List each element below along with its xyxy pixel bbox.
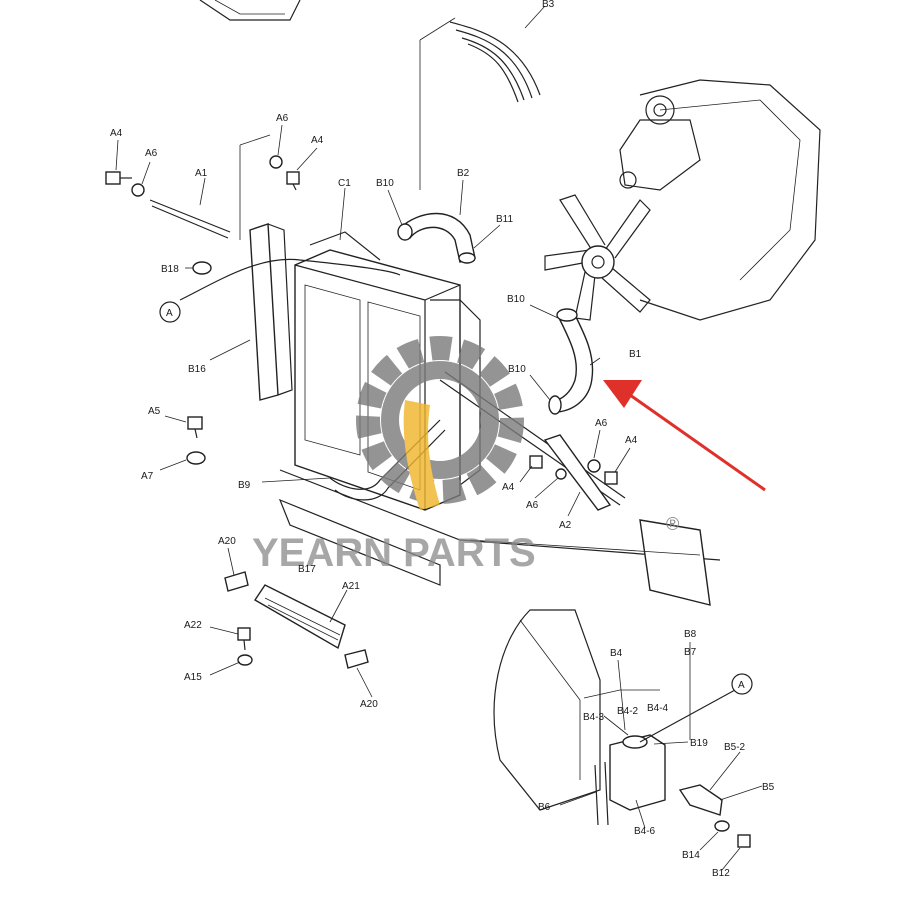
bracket-b16: [179, 223, 401, 401]
label-b16: B16: [188, 364, 206, 375]
bolts-right-middle: [529, 455, 618, 485]
label-a4: A4: [625, 435, 638, 446]
label-b11: B11: [496, 214, 513, 225]
label-a2: A2: [559, 520, 572, 531]
pipe-b9: [329, 419, 446, 501]
label-a4: A4: [502, 482, 515, 493]
highlight-arrow: [603, 380, 766, 492]
label-b12: B12: [712, 868, 730, 879]
stay-rod-a1: [149, 134, 271, 240]
bolt-a22: [237, 627, 251, 651]
svg-text:®: ®: [666, 514, 679, 534]
pad-a20-upper: [224, 571, 249, 592]
label-b7: B7: [684, 647, 697, 658]
label-b14: B14: [682, 850, 700, 861]
label-a20: A20: [360, 699, 378, 710]
label-b9: B9: [238, 480, 251, 491]
label-a4: A4: [110, 128, 123, 139]
watermark-gear-logo: [356, 336, 524, 510]
label-b10: B10: [376, 178, 394, 189]
label-b1: B1: [629, 349, 642, 360]
label-b5-2: B5-2: [724, 742, 746, 753]
watermark-text: YEARN PARTS ®: [252, 514, 679, 575]
washer-b14: [714, 820, 730, 832]
lower-hose-b1: [548, 308, 594, 415]
label-a1: A1: [195, 168, 208, 179]
label-b3: B3: [542, 0, 555, 10]
leader-lines: [115, 5, 763, 871]
label-a22: A22: [184, 620, 202, 631]
label-b4-4: B4-4: [647, 703, 669, 714]
wire-harness-b3: [419, 17, 541, 190]
label-a6: A6: [595, 418, 608, 429]
label-b8: B8: [684, 629, 697, 640]
label-b5: B5: [762, 782, 775, 793]
label-c1: C1: [338, 178, 351, 189]
label-a6: A6: [526, 500, 539, 511]
reserve-tank: [594, 689, 736, 826]
bolt-b12: [737, 834, 751, 848]
top-cover-fragment: [199, 0, 301, 21]
pad-a20-lower: [344, 649, 369, 669]
label-b6: B6: [538, 802, 551, 813]
bolts-top-left: [105, 155, 300, 197]
label-a20: A20: [218, 536, 236, 547]
svg-text:A: A: [166, 308, 173, 319]
label-a6: A6: [276, 113, 289, 124]
label-b4-2: B4-2: [617, 706, 639, 717]
bracket-b5: [678, 784, 723, 816]
label-a7: A7: [141, 471, 154, 482]
guard-plate-a21: [254, 584, 346, 650]
clamp-b18: [192, 261, 212, 275]
label-a4: A4: [311, 135, 324, 146]
label-b10: B10: [508, 364, 526, 375]
label-a5: A5: [148, 406, 161, 417]
label-b2: B2: [457, 168, 470, 179]
label-a21: A21: [342, 581, 360, 592]
label-b4: B4: [610, 648, 623, 659]
cooling-fan: [544, 194, 651, 321]
svg-text:A: A: [738, 680, 745, 691]
washer-a15: [237, 654, 253, 666]
callout-labels: B3 A4 A6 A6 A4 A1 C1 B10 B2 B11 B18 B16 …: [110, 0, 775, 879]
svg-text:YEARN PARTS: YEARN PARTS: [252, 531, 536, 575]
washer-a7: [186, 451, 206, 465]
label-b19: B19: [690, 738, 708, 749]
ref-marker-a-right: A: [731, 673, 753, 695]
ref-marker-a-left: A: [159, 301, 181, 323]
label-b17: B17: [298, 564, 316, 575]
upper-hose-b2: [397, 212, 476, 264]
bolt-a5: [187, 416, 203, 439]
label-b10: B10: [507, 294, 525, 305]
label-b4-3: B4-3: [583, 712, 605, 723]
label-b18: B18: [161, 264, 179, 275]
engine-block: [619, 79, 821, 321]
label-b4-6: B4-6: [634, 826, 656, 837]
fan-shroud: [493, 609, 601, 811]
label-a15: A15: [184, 672, 202, 683]
label-a6: A6: [145, 148, 158, 159]
